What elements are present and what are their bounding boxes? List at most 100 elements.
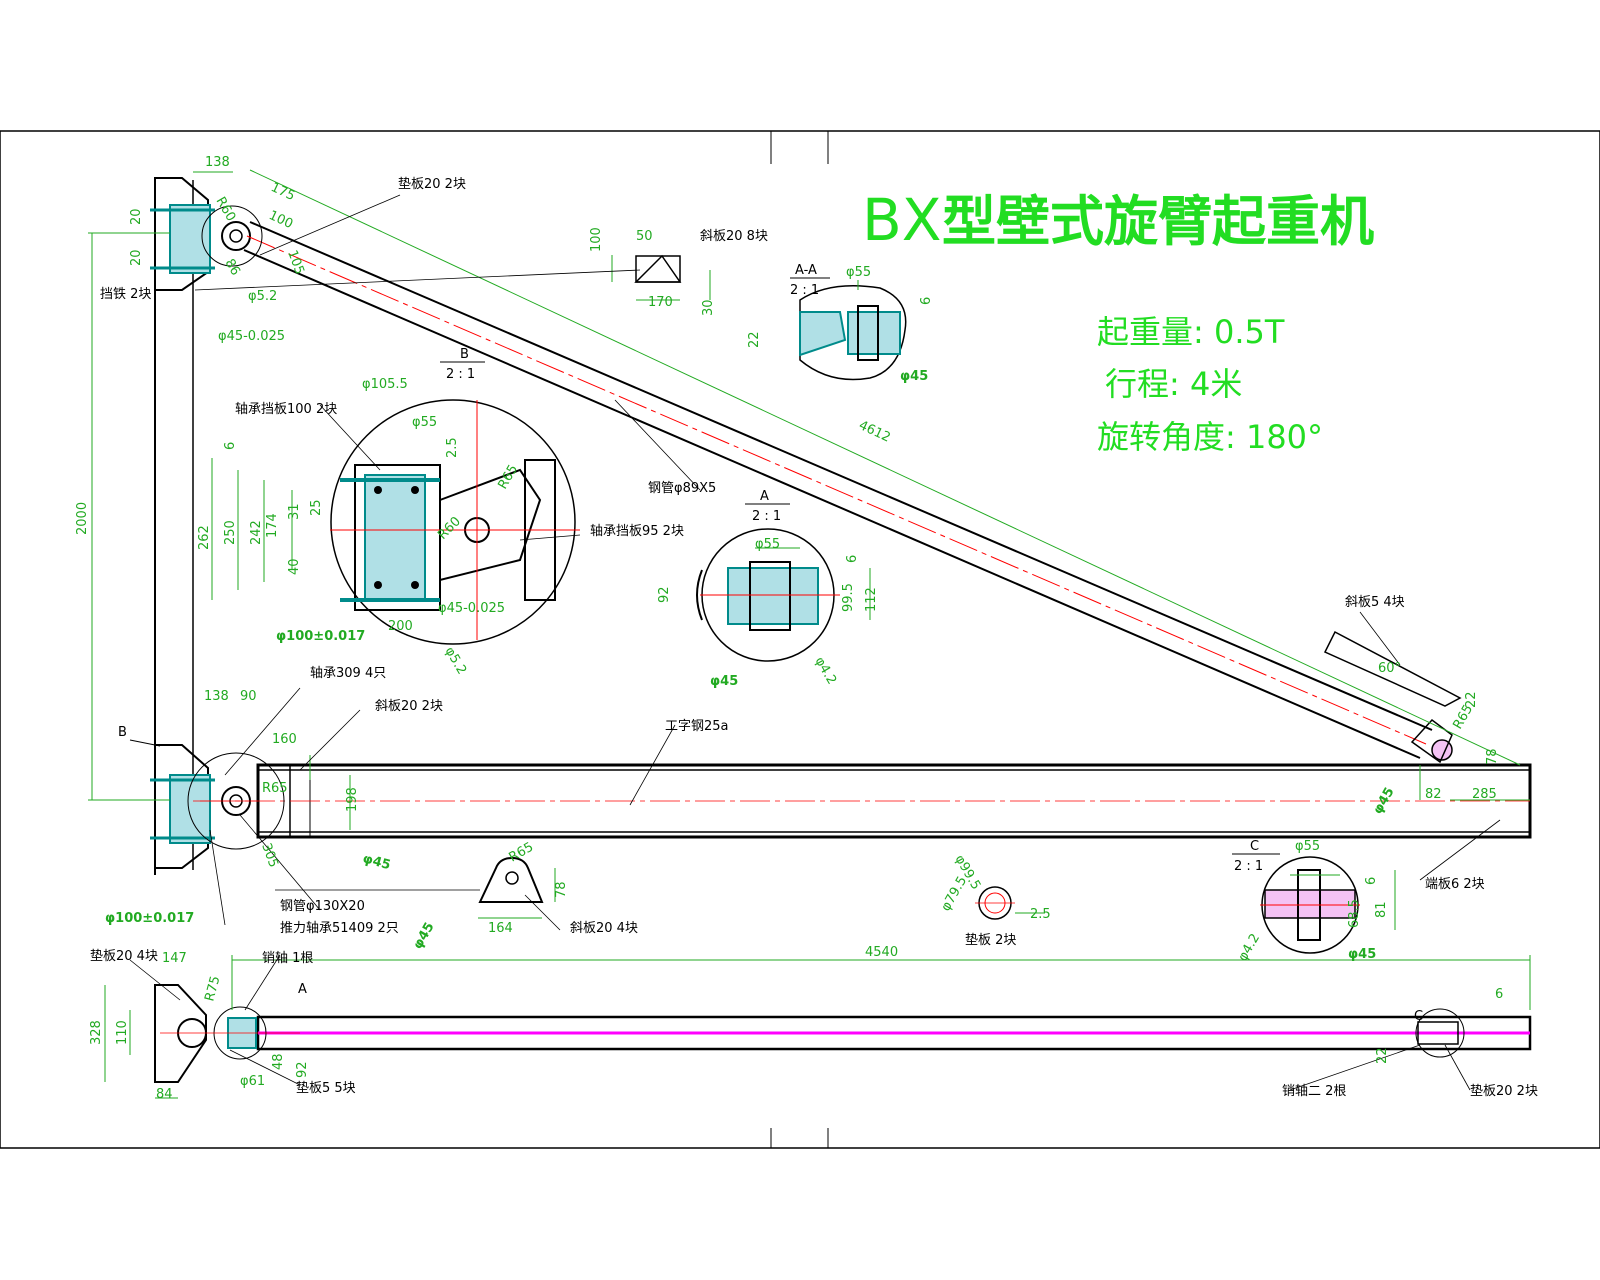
dim-4540: 4540 bbox=[865, 945, 898, 960]
dim-160: 160 bbox=[272, 732, 297, 747]
dim-90: 90 bbox=[240, 689, 257, 704]
dim-phi55-aa: φ55 bbox=[846, 265, 871, 280]
dim-phi1055: φ105.5 bbox=[362, 377, 408, 392]
section-aa-scale: 2 : 1 bbox=[790, 283, 819, 298]
dim-phi52: φ5.2 bbox=[248, 289, 277, 304]
note-rib-5: 斜板5 4块 bbox=[1345, 595, 1405, 610]
dim-phi55-c: φ55 bbox=[1295, 839, 1320, 854]
dim-phi45-a: φ45 bbox=[710, 674, 738, 689]
section-aa-view: A-A 2 : 1 bbox=[790, 263, 907, 381]
dim-164: 164 bbox=[488, 921, 513, 936]
dim-6-aa: 6 bbox=[919, 297, 934, 305]
dim-81: 81 bbox=[1374, 901, 1389, 918]
dim-22-aa: 22 bbox=[747, 331, 762, 348]
dim-174: 174 bbox=[265, 513, 280, 538]
dim-305: 305 bbox=[258, 841, 281, 869]
dim-25-c: 2.5 bbox=[1030, 907, 1051, 922]
marker-a: A bbox=[298, 982, 307, 997]
detail-b-scale: 2 : 1 bbox=[446, 367, 475, 382]
dim-110: 110 bbox=[115, 1020, 130, 1045]
dim-105: 105 bbox=[284, 248, 307, 276]
dim-48: 48 bbox=[271, 1053, 286, 1070]
dim-r75: R75 bbox=[202, 974, 223, 1003]
dim-phi45-c: φ45 bbox=[1348, 947, 1376, 962]
dim-31: 31 bbox=[287, 503, 302, 520]
detail-a-label: A bbox=[760, 489, 769, 504]
dim-phi61: φ61 bbox=[240, 1074, 265, 1089]
note-plate-20-mid: 斜板20 2块 bbox=[375, 699, 443, 714]
detail-b-label: B bbox=[460, 347, 469, 362]
dim-175: 175 bbox=[268, 180, 297, 204]
detail-c-scale: 2 : 1 bbox=[1234, 859, 1263, 874]
dim-4612: 4612 bbox=[856, 418, 892, 446]
note-plate-5: 垫板5 5块 bbox=[296, 1080, 356, 1096]
dim-285: 285 bbox=[1472, 787, 1497, 802]
dim-112: 112 bbox=[864, 587, 879, 612]
dim-22-r: 22 bbox=[1464, 691, 1479, 708]
dim-50: 50 bbox=[636, 229, 653, 244]
dim-78-lug: 78 bbox=[554, 881, 569, 898]
dim-phi45-aa: φ45 bbox=[900, 369, 928, 384]
note-pad-20-4: 垫板20 4块 bbox=[90, 948, 158, 964]
plan-view bbox=[154, 984, 1532, 1083]
dim-phi45-tol: φ45-0.025 bbox=[218, 329, 285, 344]
dim-84: 84 bbox=[156, 1087, 173, 1102]
note-pin-2: 销轴二 2根 bbox=[1282, 1084, 1346, 1099]
note-bearing-plate-100: 轴承挡板100 2块 bbox=[235, 402, 337, 417]
dim-r60: R60 bbox=[213, 195, 239, 225]
dim-262: 262 bbox=[197, 525, 212, 550]
dim-2000: 2000 bbox=[75, 502, 90, 535]
dim-138-mid: 138 bbox=[204, 689, 229, 704]
dim-20a: 20 bbox=[129, 208, 144, 225]
note-rib-plate-4: 斜板20 4块 bbox=[570, 921, 638, 936]
note-bearing-plate-95: 轴承挡板95 2块 bbox=[590, 524, 684, 539]
dim-30: 30 bbox=[701, 299, 716, 316]
dim-250: 250 bbox=[223, 520, 238, 545]
spec-rotation: 旋转角度: 180° bbox=[1097, 418, 1323, 456]
dim-6-end: 6 bbox=[1495, 987, 1503, 1002]
dim-6-c: 6 bbox=[1364, 877, 1379, 885]
title-prefix: BX bbox=[862, 186, 942, 254]
spec-travel: 行程: 4米 bbox=[1105, 365, 1242, 403]
note-small-plate: 垫板 2块 bbox=[965, 932, 1016, 948]
title-main: 型壁式旋臂起重机 bbox=[942, 190, 1374, 253]
dimension-lines bbox=[88, 169, 1531, 1099]
dim-phi45-mid: φ45 bbox=[361, 851, 392, 873]
dim-phi55-b: φ55 bbox=[412, 415, 437, 430]
dim-86: 86 bbox=[222, 257, 243, 279]
section-aa-label: A-A bbox=[795, 263, 817, 278]
detail-c-view: C 2 : 1 bbox=[1232, 839, 1360, 954]
dim-25: 25 bbox=[309, 499, 324, 516]
drawing-title: BX 型壁式旋臂起重机 bbox=[862, 186, 1374, 254]
dim-22-end: 22 bbox=[1375, 1047, 1390, 1064]
dim-25b: 2.5 bbox=[445, 437, 460, 458]
dim-60deg: 60° bbox=[1378, 661, 1401, 676]
dim-40: 40 bbox=[287, 558, 302, 575]
dim-138-top: 138 bbox=[205, 155, 230, 170]
note-washer-309: 轴承309 4只 bbox=[310, 666, 386, 681]
dim-r65-mid: R65 bbox=[262, 781, 288, 796]
dim-995: 99.5 bbox=[841, 583, 856, 612]
dim-82: 82 bbox=[1425, 787, 1442, 802]
dim-100-top: 100 bbox=[266, 208, 295, 232]
dim-6: 6 bbox=[223, 442, 238, 450]
dim-100-rib: 100 bbox=[589, 227, 604, 252]
dim-phi45-lug: φ45 bbox=[410, 920, 437, 952]
dim-200: 200 bbox=[388, 619, 413, 634]
dim-242: 242 bbox=[249, 520, 264, 545]
note-thrust-bearing: 推力轴承51409 2只 bbox=[280, 921, 399, 936]
dim-92: 92 bbox=[657, 586, 672, 603]
note-rib-plate: 斜板20 8块 bbox=[700, 229, 768, 244]
note-pin-shaft: 销轴 1根 bbox=[262, 951, 313, 966]
dim-328: 328 bbox=[89, 1020, 104, 1045]
detail-a-view: A 2 : 1 bbox=[696, 489, 840, 662]
dim-phi45-b: φ45-0.025 bbox=[438, 601, 505, 616]
detail-b-view: B 2 : 1 bbox=[330, 347, 580, 645]
dim-20b: 20 bbox=[129, 249, 144, 266]
note-pin-left: 挡铁 2块 bbox=[100, 287, 151, 302]
dim-phi42-c: φ4.2 bbox=[1235, 931, 1263, 964]
dim-78-r: 78 bbox=[1485, 748, 1500, 765]
dim-phi100-b: φ100±0.017 bbox=[276, 629, 365, 644]
dim-phi42: φ4.2 bbox=[812, 655, 840, 688]
dim-170: 170 bbox=[648, 295, 673, 310]
